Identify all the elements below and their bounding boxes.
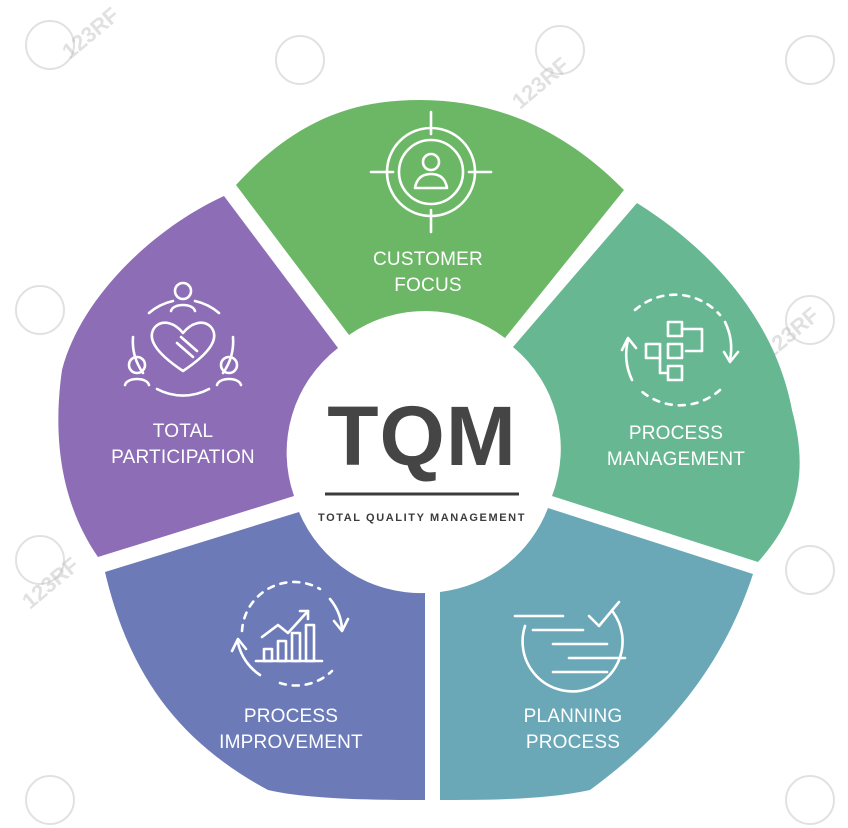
segment-process-management: [513, 203, 800, 562]
center-title: TQM: [327, 389, 517, 483]
segment-labels: CUSTOMER FOCUS PROCESS MANAGEMENT PLANNI…: [111, 249, 745, 753]
process-improvement-label-line2: IMPROVEMENT: [219, 732, 363, 753]
center-subtitle: TOTAL QUALITY MANAGEMENT: [318, 512, 526, 524]
target-person-icon: [369, 110, 493, 234]
planning-process-label-line2: PROCESS: [526, 732, 620, 753]
total-participation-label-line2: PARTICIPATION: [111, 447, 255, 468]
team-heart-icon: [123, 281, 243, 397]
customer-focus-label-line2: FOCUS: [394, 275, 462, 296]
watermark-text: 123RF: [17, 552, 84, 614]
growth-chart-icon: [230, 580, 350, 687]
center-hub: TQM TOTAL QUALITY MANAGEMENT: [294, 332, 550, 588]
flowchart-cycle-icon: [620, 293, 740, 407]
process-management-label-line1: PROCESS: [629, 423, 723, 444]
process-management-label-line2: MANAGEMENT: [607, 449, 745, 470]
checklist-circle-icon: [513, 600, 627, 693]
customer-focus-label-line1: CUSTOMER: [373, 249, 483, 270]
watermark-text: 123RF: [507, 52, 574, 114]
center-circle: [294, 332, 550, 588]
planning-process-label-line1: PLANNING: [524, 706, 623, 727]
segment-planning-process: [440, 508, 753, 800]
segment-total-participation: [58, 196, 338, 557]
watermark-text: 123RF: [57, 2, 124, 64]
process-improvement-label-line1: PROCESS: [244, 706, 338, 727]
total-participation-label-line1: TOTAL: [153, 421, 213, 442]
